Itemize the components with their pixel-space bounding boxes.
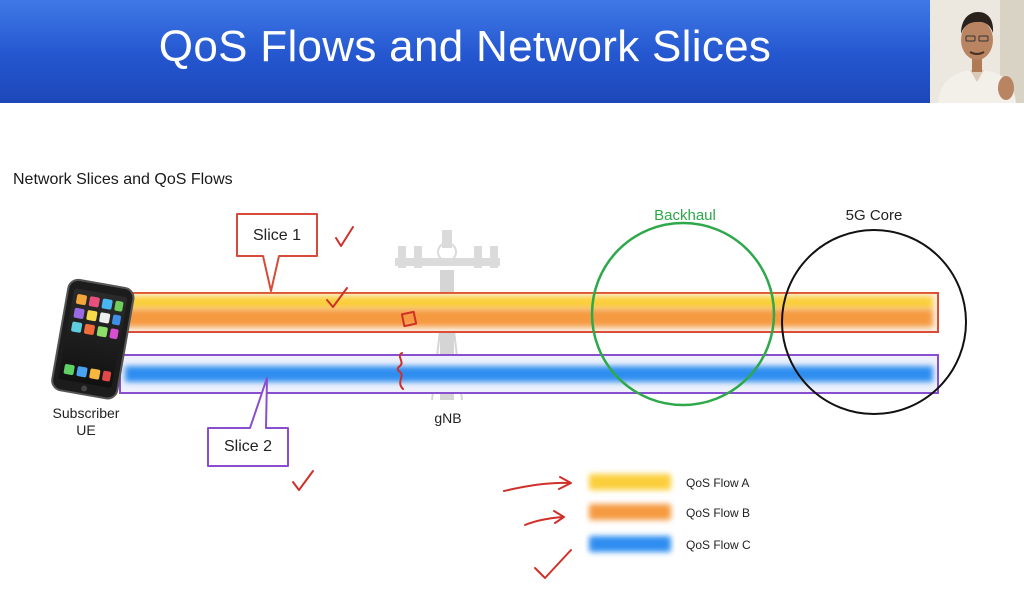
slice-1-label: Slice 1 (252, 227, 302, 244)
slice-2-label: Slice 2 (223, 438, 273, 455)
subscriber-ue-line1: Subscriber (52, 405, 120, 421)
presenter-webcam (930, 0, 1024, 103)
subscriber-ue-line2: UE (76, 422, 96, 438)
legend-swatch-a (589, 474, 671, 490)
arrow-flow-a (503, 481, 571, 492)
slice-2-callout (207, 377, 289, 467)
subscriber-ue-label: Subscriber UE (38, 405, 134, 439)
smartphone-icon (51, 278, 135, 400)
legend-label-a: QoS Flow A (686, 476, 750, 490)
legend-label-b: QoS Flow B (686, 506, 751, 520)
title-banner: QoS Flows and Network Slices (0, 0, 930, 103)
slide-title: QoS Flows and Network Slices (158, 22, 772, 71)
brace-mark (396, 352, 404, 390)
qos-flow-b-band (125, 309, 933, 327)
backhaul-circle (590, 221, 776, 407)
legend-label-c: QoS Flow C (686, 538, 751, 552)
slice-1-callout (236, 213, 318, 292)
qos-flow-a-band (125, 296, 933, 309)
checkmark-slice-1 (335, 226, 354, 247)
box-mark (400, 310, 418, 328)
backhaul-label: Backhaul (654, 207, 716, 224)
core-circle (781, 229, 967, 415)
gnb-label: gNB (434, 410, 462, 426)
arrow-flow-b (524, 516, 564, 526)
handwritten-annotations (292, 226, 572, 579)
checkmark-flow-1 (326, 287, 348, 308)
legend-swatch-b (589, 504, 671, 520)
core-label: 5G Core (845, 207, 903, 224)
legend-swatch-c (589, 536, 671, 552)
diagram-subtitle: Network Slices and QoS Flows (13, 171, 233, 188)
qos-flow-c-band (125, 366, 933, 382)
checkmark-slice-2 (292, 470, 314, 491)
checkmark-flow-c (534, 549, 572, 579)
